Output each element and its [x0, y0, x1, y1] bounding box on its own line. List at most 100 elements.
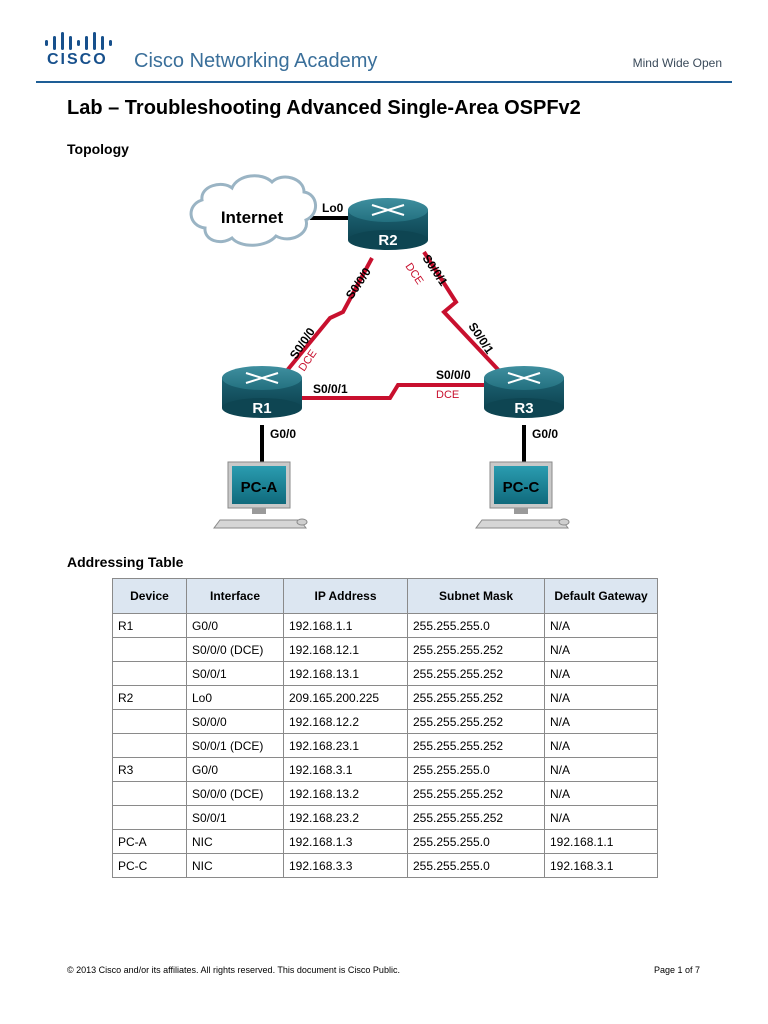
internet-cloud-icon — [189, 174, 317, 247]
cell-interface: S0/0/1 — [186, 661, 284, 686]
header-divider — [36, 81, 732, 83]
cell-default-gateway: N/A — [544, 661, 658, 686]
cell-device — [112, 709, 187, 734]
cell-interface: S0/0/1 — [186, 805, 284, 830]
cell-interface: S0/0/1 (DCE) — [186, 733, 284, 758]
cell-interface: S0/0/0 (DCE) — [186, 637, 284, 662]
page-header: CISCO Cisco Networking Academy Mind Wide… — [0, 0, 768, 92]
cell-default-gateway: N/A — [544, 805, 658, 830]
brand-title: Cisco Networking Academy — [134, 50, 378, 72]
cell-ip-address: 192.168.1.1 — [283, 613, 408, 638]
cell-ip-address: 192.168.12.2 — [283, 709, 408, 734]
cell-default-gateway: N/A — [544, 733, 658, 758]
topology-heading: Topology — [67, 141, 129, 157]
cell-default-gateway: N/A — [544, 613, 658, 638]
pc-c-icon — [475, 461, 570, 529]
cell-default-gateway: N/A — [544, 637, 658, 662]
r2-s000-label: S0/0/0 — [343, 265, 374, 302]
cell-interface: S0/0/0 (DCE) — [186, 781, 284, 806]
footer-copyright: © 2013 Cisco and/or its affiliates. All … — [67, 965, 400, 975]
cell-ip-address: 192.168.23.1 — [283, 733, 408, 758]
r2-s001-label: S0/0/1 — [420, 252, 451, 289]
cell-subnet-mask: 255.255.255.252 — [407, 637, 545, 662]
cell-subnet-mask: 255.255.255.0 — [407, 613, 545, 638]
cell-interface: G0/0 — [186, 757, 284, 782]
cell-default-gateway: N/A — [544, 757, 658, 782]
lo0-interface-label: Lo0 — [322, 201, 344, 215]
cell-interface: NIC — [186, 853, 284, 878]
cell-subnet-mask: 255.255.255.0 — [407, 829, 545, 854]
cell-default-gateway: 192.168.1.1 — [544, 829, 658, 854]
pc-a-icon — [213, 461, 308, 529]
cell-ip-address: 192.168.3.1 — [283, 757, 408, 782]
cell-subnet-mask: 255.255.255.252 — [407, 733, 545, 758]
router-r3-icon — [484, 366, 564, 418]
cell-interface: S0/0/0 — [186, 709, 284, 734]
cell-ip-address: 192.168.23.2 — [283, 805, 408, 830]
router-r2-icon — [348, 198, 428, 250]
router-r2-label: R2 — [378, 232, 397, 249]
cell-subnet-mask: 255.255.255.252 — [407, 805, 545, 830]
cell-device — [112, 805, 187, 830]
pc-a-label: PC-A — [241, 479, 278, 496]
cell-interface: G0/0 — [186, 613, 284, 638]
cell-interface: NIC — [186, 829, 284, 854]
cell-ip-address: 209.165.200.225 — [283, 685, 408, 710]
cell-device — [112, 733, 187, 758]
cell-default-gateway: 192.168.3.1 — [544, 853, 658, 878]
router-r1-label: R1 — [252, 400, 271, 417]
internet-label: Internet — [221, 208, 284, 227]
topology-diagram: Internet R2 R1 R3 PC-A PC-C — [189, 174, 570, 529]
cell-subnet-mask: 255.255.255.252 — [407, 781, 545, 806]
footer-page-number: Page 1 of 7 — [653, 965, 700, 975]
cell-device: R2 — [112, 685, 187, 710]
cell-interface: Lo0 — [186, 685, 284, 710]
r1-r3-serial-link — [298, 383, 488, 400]
r1-r2-serial-link — [283, 257, 374, 375]
r1-g00-label: G0/0 — [270, 427, 296, 441]
header-ip-address: IP Address — [283, 578, 408, 614]
cell-ip-address: 192.168.13.2 — [283, 781, 408, 806]
header-interface: Interface — [186, 578, 284, 614]
cell-ip-address: 192.168.3.3 — [283, 853, 408, 878]
cell-subnet-mask: 255.255.255.0 — [407, 853, 545, 878]
r2-dce-label: DCE — [403, 261, 426, 287]
cell-device: PC-A — [112, 829, 187, 854]
cell-device — [112, 661, 187, 686]
cell-device: PC-C — [112, 853, 187, 878]
brand-tagline: Mind Wide Open — [632, 56, 722, 70]
cisco-logo-icon — [45, 32, 112, 50]
cell-subnet-mask: 255.255.255.252 — [407, 685, 545, 710]
cell-subnet-mask: 255.255.255.252 — [407, 661, 545, 686]
cell-ip-address: 192.168.12.1 — [283, 637, 408, 662]
router-r3-label: R3 — [514, 400, 533, 417]
addressing-table-heading: Addressing Table — [67, 554, 184, 570]
cell-default-gateway: N/A — [544, 685, 658, 710]
pc-c-label: PC-C — [503, 479, 540, 496]
cell-device: R3 — [112, 757, 187, 782]
r1-s001-label: S0/0/1 — [313, 382, 348, 396]
cell-device: R1 — [112, 613, 187, 638]
router-r1-icon — [222, 366, 302, 418]
header-device: Device — [112, 578, 187, 614]
r3-s000-label: S0/0/0 — [436, 368, 471, 382]
addressing-table: Device Interface IP Address Subnet Mask … — [112, 578, 658, 878]
cell-default-gateway: N/A — [544, 709, 658, 734]
cell-subnet-mask: 255.255.255.252 — [407, 709, 545, 734]
cell-device — [112, 781, 187, 806]
cell-ip-address: 192.168.13.1 — [283, 661, 408, 686]
r2-r3-serial-link — [422, 250, 507, 379]
cell-subnet-mask: 255.255.255.0 — [407, 757, 545, 782]
cell-device — [112, 637, 187, 662]
